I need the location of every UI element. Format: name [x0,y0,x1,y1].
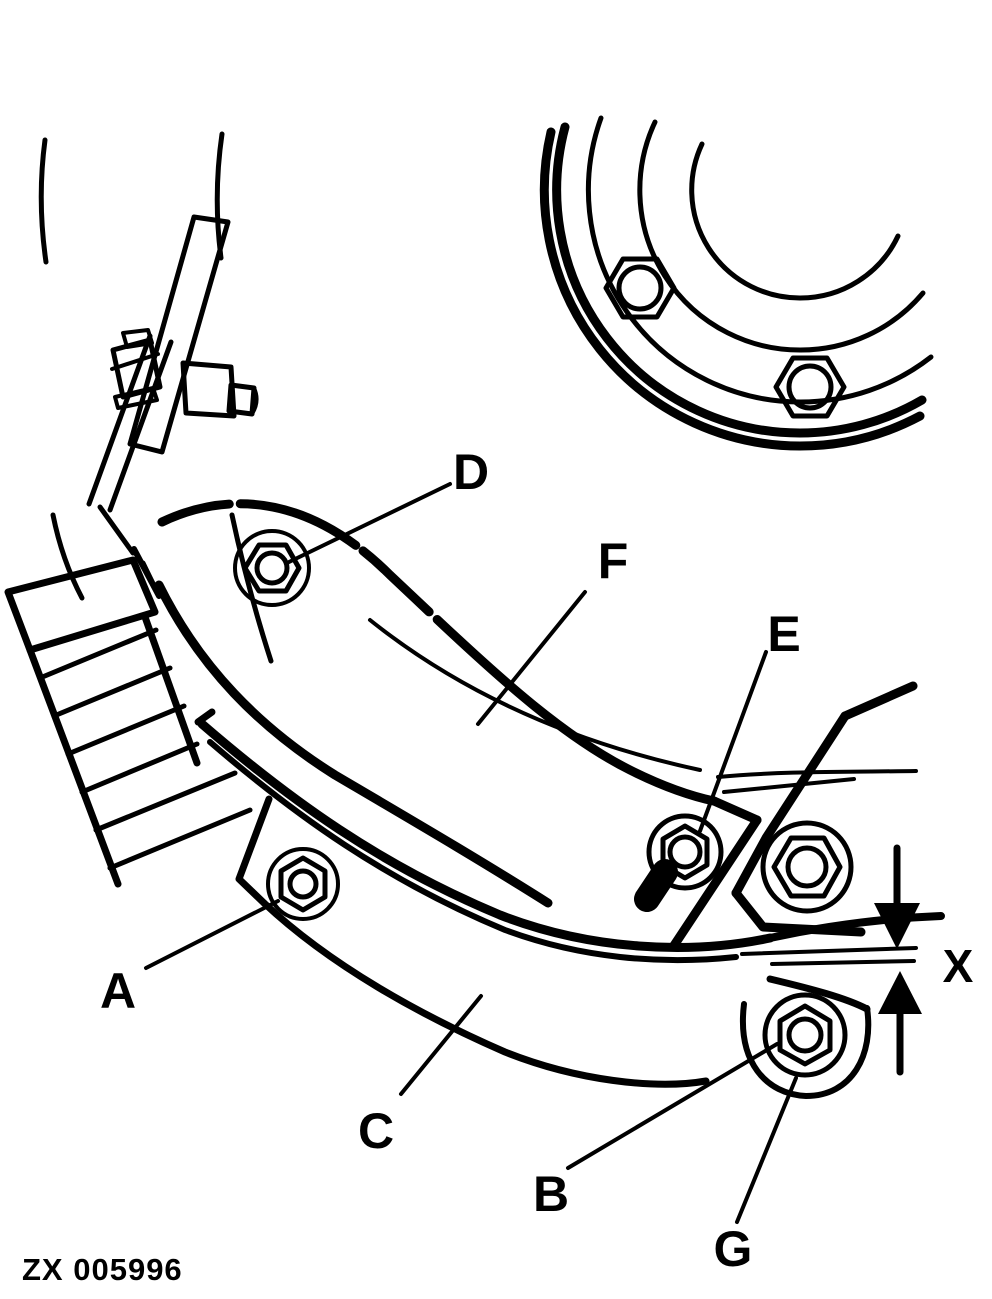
arrow-down-icon [874,903,920,949]
adjusting-nut-a [266,847,340,921]
callout-e: E [767,606,800,662]
leader-g [735,1076,798,1224]
callout-g: G [714,1221,753,1277]
leader-lines [144,482,798,1224]
dimension-x-label: X [943,940,974,992]
band-c [194,529,945,1099]
adjuster-bolt [760,820,854,914]
callout-f: F [598,533,629,589]
locknut-d [233,529,311,607]
anchor-bracket [634,681,918,952]
flywheel-arcs [539,115,934,451]
leader-e [698,650,768,833]
band-f [154,499,918,908]
dimension-x-arrows [874,844,922,1076]
callout-b: B [533,1166,569,1222]
strap-lever [127,214,231,455]
retainer-pocket [739,1001,872,1099]
callout-d: D [453,444,489,500]
leader-f [476,590,587,726]
arrow-up-icon [878,971,922,1014]
flywheel-nut-lower [773,355,847,419]
leader-b [566,1042,779,1170]
leader-d [287,482,452,564]
flywheel-nut-upper [603,256,677,320]
support-hatched-section [4,556,253,888]
anchor-pin-nut-e [634,813,724,912]
stop-bracket-assembly [86,214,259,599]
leader-c [399,994,483,1096]
figure-code: ZX 005996 [22,1252,183,1287]
callout-c: C [358,1103,394,1159]
leader-a [144,899,280,970]
callout-a: A [100,963,136,1019]
locknut-b [762,992,848,1078]
callout-labels: A B C D E F G X [100,444,974,1277]
